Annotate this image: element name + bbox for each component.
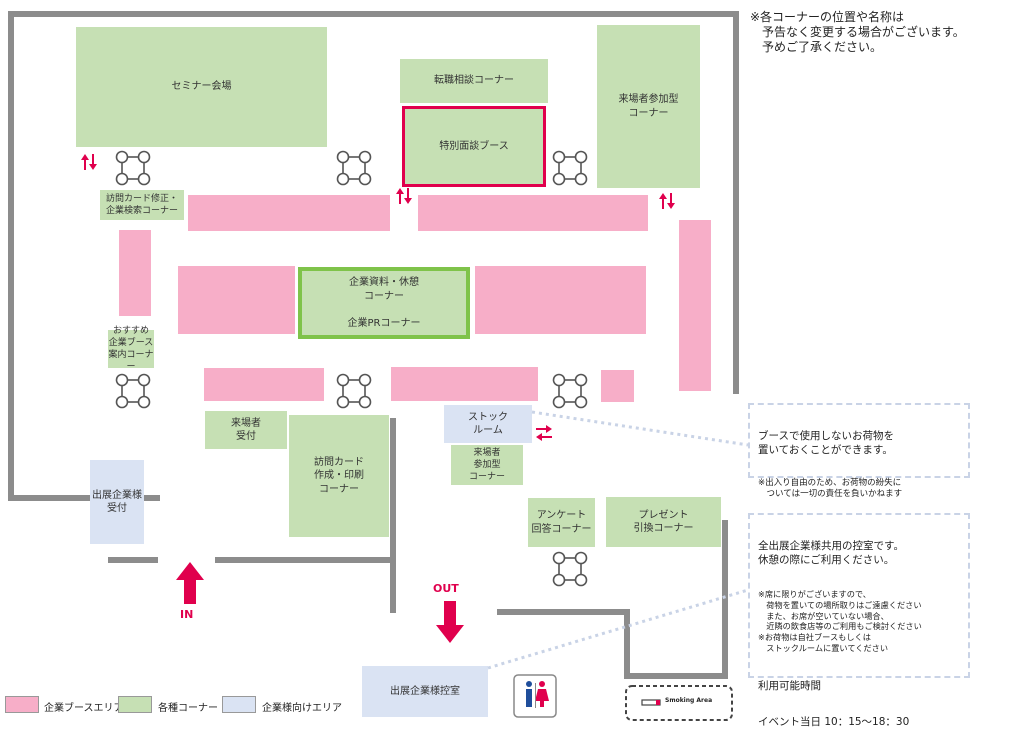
- special-booth-label: 特別面談ブース: [439, 140, 509, 152]
- outer-wall-top: [8, 11, 739, 17]
- visitor-participation-mid-label: 来場者 参加型 コーナー: [468, 447, 505, 483]
- out-arrow-icon: [436, 601, 464, 643]
- restroom-icon: [513, 674, 557, 718]
- stock-callout-connector: [531, 410, 749, 447]
- legend-label-booth: 企業ブースエリア: [44, 703, 124, 714]
- visitor-reception-label: 来場者 受付: [231, 417, 261, 443]
- stock-room: ストック ルーム: [444, 405, 532, 443]
- seminar-hall-label: セミナー会場: [171, 81, 232, 93]
- lounge-hours-label: 利用可能時間: [758, 680, 821, 693]
- in-label: IN: [180, 608, 194, 621]
- exhibitor-lounge-label: 出展企業様控室: [390, 685, 460, 697]
- table-set-icon: [552, 551, 588, 587]
- wall-right-bottom-vert: [722, 520, 728, 679]
- legend-label-corner: 各種コーナー: [158, 703, 218, 714]
- wall-right-lower-vert: [624, 609, 630, 679]
- out-label: OUT: [433, 582, 459, 595]
- card-make-label: 訪問カード 作成・印刷 コーナー: [314, 456, 364, 495]
- company-info-corner: 企業資料・休憩 コーナー 企業PRコーナー: [298, 267, 470, 339]
- lounge-callout-sub: ※席に限りがございますので、 荷物を置いての場所取りはご遠慮ください また、お席…: [758, 589, 922, 653]
- visitor-participation-top-label: 来場者参加型 コーナー: [618, 94, 679, 119]
- booth-block: [204, 368, 324, 401]
- recommend-label: おすすめ 企業ブース 案内コーナー: [108, 325, 154, 373]
- booth-block: [475, 266, 646, 334]
- table-set-icon: [336, 150, 372, 186]
- recommend-corner: おすすめ 企業ブース 案内コーナー: [108, 326, 154, 372]
- left-right-arrow-icon: [536, 425, 552, 441]
- booth-block: [391, 367, 538, 401]
- stock-callout-sub: ※出入り自由のため、お荷物の紛失に ついては一切の責任を負いかねます: [758, 478, 903, 500]
- legend-swatch-corner: [118, 696, 152, 713]
- company-info-label: 企業資料・休憩 コーナー 企業PRコーナー: [347, 277, 421, 329]
- card-fix-corner: 訪問カード修正・ 企業検索コーナー: [100, 190, 184, 220]
- stock-room-callout: ブースで使用しないお荷物を 置いておくことができます。 ※出入り自由のため、お荷…: [748, 403, 970, 499]
- stock-room-label: ストック ルーム: [468, 411, 508, 437]
- booth-block: [418, 195, 648, 231]
- lounge-hours: イベント当日 10：15〜18：30: [758, 716, 910, 729]
- up-down-arrow-icon: [81, 154, 97, 170]
- lounge-callout-main: 全出展企業様共用の控室です。 休憩の際にご利用ください。: [758, 540, 904, 566]
- visitor-participation-corner-mid: 来場者 参加型 コーナー: [451, 445, 523, 485]
- survey-label: アンケート 回答コーナー: [531, 510, 592, 535]
- outer-wall-left: [8, 11, 14, 501]
- stock-callout-main: ブースで使用しないお荷物を 置いておくことができます。: [758, 430, 894, 456]
- career-corner-label: 転職相談コーナー: [434, 75, 514, 87]
- lounge-callout-connector: [487, 588, 749, 670]
- smoking-area-label: Smoking Area: [665, 697, 713, 704]
- booth-block: [119, 230, 151, 316]
- wall-lower-mid: [215, 557, 390, 563]
- card-fix-label: 訪問カード修正・ 企業検索コーナー: [105, 193, 178, 216]
- in-arrow-icon: [176, 562, 204, 604]
- visitor-participation-corner-top: 来場者参加型 コーナー: [597, 25, 700, 188]
- table-set-icon: [115, 373, 151, 409]
- present-corner: プレゼント 引換コーナー: [606, 497, 721, 547]
- table-set-icon: [115, 150, 151, 186]
- wall-lower-right: [497, 609, 627, 615]
- legend-swatch-company: [222, 696, 256, 713]
- booth-block: [178, 266, 295, 334]
- booth-block: [679, 220, 711, 391]
- career-consulting-corner: 転職相談コーナー: [400, 59, 548, 103]
- wall-lower-left-stub: [108, 557, 158, 563]
- outer-wall-left-bottom: [8, 495, 160, 501]
- table-set-icon: [552, 373, 588, 409]
- exhibitor-lounge: 出展企業様控室: [362, 666, 488, 717]
- map-overlay: [81, 150, 749, 721]
- up-down-arrow-icon: [659, 193, 675, 209]
- smoking-area: [625, 685, 733, 721]
- change-notice: ※各コーナーの位置や名称は 予告なく変更する場合がございます。 予めご了承くださ…: [750, 10, 965, 54]
- visitor-reception: 来場者 受付: [205, 411, 287, 449]
- outer-wall-right: [733, 11, 739, 394]
- seminar-hall: セミナー会場: [76, 27, 327, 147]
- present-label: プレゼント 引換コーナー: [633, 509, 694, 535]
- exhibitor-reception: 出展企業様 受付: [90, 460, 144, 544]
- up-down-arrow-icon: [396, 188, 412, 204]
- wall-vertical-center: [390, 418, 396, 613]
- survey-corner: アンケート 回答コーナー: [528, 498, 595, 547]
- table-set-icon: [552, 150, 588, 186]
- table-set-icon: [336, 373, 372, 409]
- card-make-corner: 訪問カード 作成・印刷 コーナー: [289, 415, 389, 537]
- wall-right-bottom-horiz: [624, 673, 728, 679]
- special-interview-booth: 特別面談ブース: [402, 106, 546, 187]
- lounge-callout: 全出展企業様共用の控室です。 休憩の際にご利用ください。 ※席に限りがございます…: [748, 513, 970, 728]
- legend-label-company: 企業様向けエリア: [262, 703, 342, 714]
- booth-block: [188, 195, 390, 231]
- exhibitor-reception-label: 出展企業様 受付: [92, 489, 142, 515]
- legend-swatch-booth: [5, 696, 39, 713]
- booth-block: [601, 370, 634, 402]
